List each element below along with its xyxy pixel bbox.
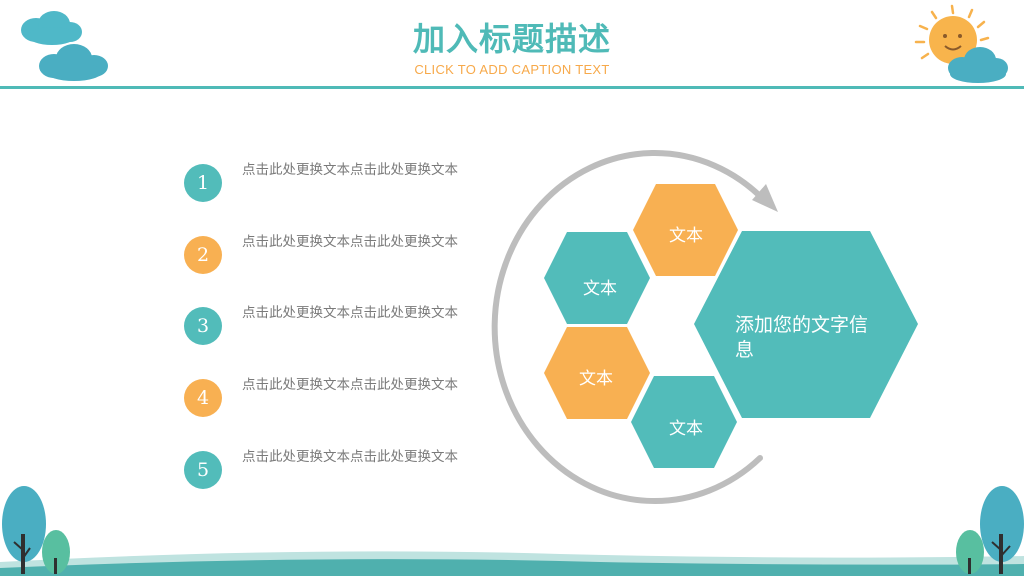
page-subtitle: CLICK TO ADD CAPTION TEXT	[414, 62, 610, 77]
tree-icon	[956, 486, 1024, 574]
list-item: 2 点击此处更换文本点击此处更换文本	[184, 234, 484, 276]
sun-icon	[914, 4, 1008, 83]
list-item-text[interactable]: 点击此处更换文本点击此处更换文本	[242, 377, 458, 393]
hex-left-upper-label[interactable]: 文本	[583, 279, 617, 299]
list-item-text[interactable]: 点击此处更换文本点击此处更换文本	[242, 234, 458, 250]
page-title: 加入标题描述	[412, 20, 611, 58]
hex-top-label[interactable]: 文本	[669, 226, 703, 246]
hex-left-upper	[544, 232, 650, 324]
ground-decoration	[0, 551, 1024, 576]
hex-bottom-label[interactable]: 文本	[669, 419, 703, 439]
list-item: 1 点击此处更换文本点击此处更换文本	[184, 162, 484, 204]
number-badge: 5	[184, 451, 222, 489]
list-item-text[interactable]: 点击此处更换文本点击此处更换文本	[242, 305, 458, 321]
header-divider	[0, 86, 1024, 89]
tree-icon	[2, 486, 70, 574]
hex-top	[633, 184, 738, 276]
arrow-icon	[752, 184, 778, 212]
main-hex-text[interactable]: 添加您的文字信息	[735, 314, 869, 361]
list-item: 4 点击此处更换文本点击此处更换文本	[184, 377, 484, 419]
list-item: 5 点击此处更换文本点击此处更换文本	[184, 449, 484, 491]
list-item-text[interactable]: 点击此处更换文本点击此处更换文本	[242, 162, 458, 178]
hex-left-lower	[544, 327, 650, 419]
hex-left-lower-label[interactable]: 文本	[579, 369, 613, 389]
number-badge: 1	[184, 164, 222, 202]
number-badge: 2	[184, 236, 222, 274]
hex-bottom	[631, 376, 737, 468]
number-badge: 3	[184, 307, 222, 345]
circular-arrow	[491, 150, 767, 504]
list-item: 3 点击此处更换文本点击此处更换文本	[184, 305, 484, 347]
cloud-icon	[21, 11, 108, 81]
hex-main	[694, 231, 918, 418]
number-badge: 4	[184, 379, 222, 417]
list-item-text[interactable]: 点击此处更换文本点击此处更换文本	[242, 449, 458, 465]
